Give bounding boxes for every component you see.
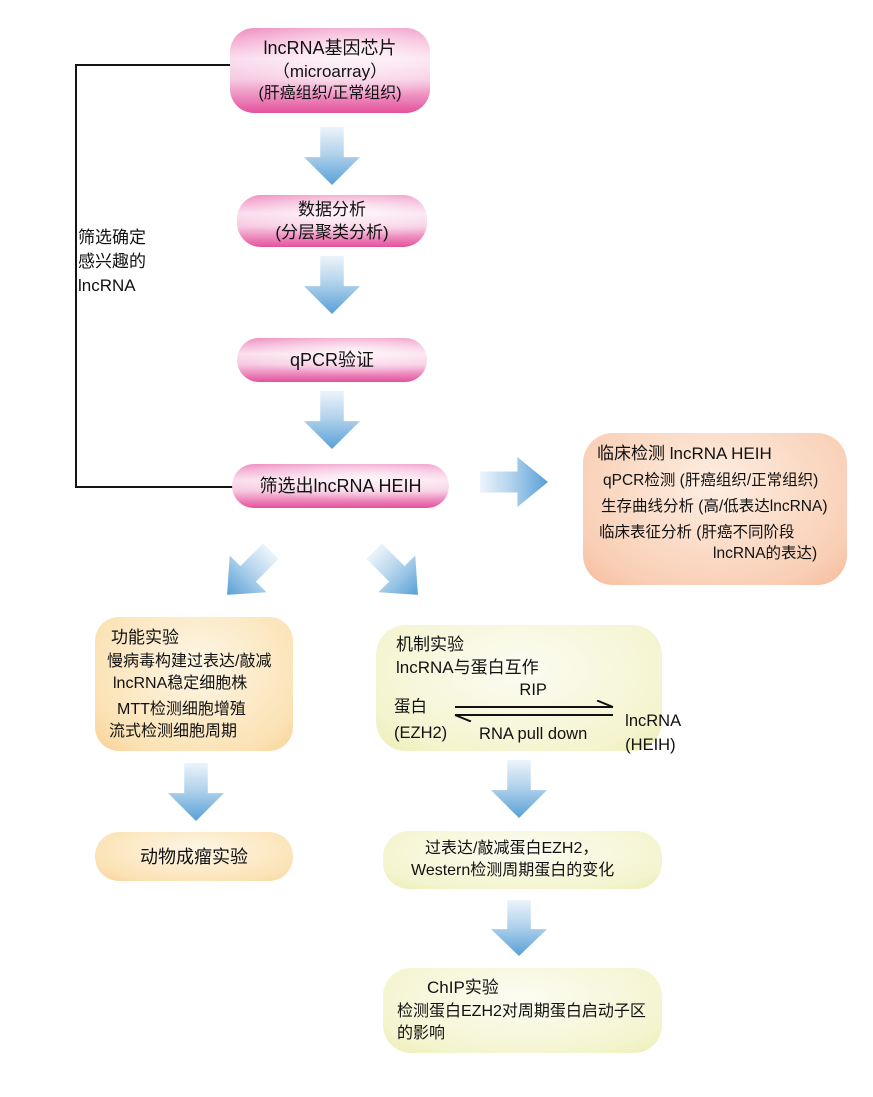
mechanism-title: 机制实验 [396, 635, 464, 654]
qpcr-line1: qPCR验证 [289, 350, 374, 370]
functional-line5: 流式检测细胞周期 [109, 723, 238, 740]
loop-line-vertical [75, 64, 77, 488]
box-ezh2-western: 过表达/敲减蛋白EZH2， Western检测周期蛋白的变化 [383, 831, 662, 889]
clinical-line3: 生存曲线分析 (高/低表达lncRNA) [601, 498, 828, 515]
arrow-down-icon-5 [491, 760, 547, 818]
box-chip: ChIP实验 检测蛋白EZH2对周期蛋白启动子区 的影响 [383, 968, 662, 1053]
clinical-line5: lncRNA的表达) [713, 545, 818, 562]
microarray-line3: (肝癌组织/正常组织) [258, 85, 402, 102]
clinical-line2: qPCR检测 (肝癌组织/正常组织) [603, 472, 819, 489]
box-clinical: 临床检测 lncRNA HEIH qPCR检测 (肝癌组织/正常组织) 生存曲线… [583, 433, 847, 585]
functional-line2: 慢病毒构建过表达/敲减 [107, 653, 272, 670]
equilibrium-arrows-icon [454, 700, 614, 722]
arrow-down-icon-3 [304, 391, 360, 449]
heih-line1: 筛选出lncRNA HEIH [259, 476, 422, 496]
clinical-line4: 临床表征分析 (肝癌不同阶段 [599, 524, 795, 541]
chip-line2: 检测蛋白EZH2对周期蛋白启动子区 [397, 1003, 646, 1020]
forward-reaction-label: RIP [519, 681, 547, 699]
box-data-analysis: 数据分析 (分层聚类分析) [237, 195, 427, 247]
protein-label-group: 蛋白 (EZH2) [394, 681, 447, 743]
arrow-right-icon [480, 457, 548, 507]
arrow-down-left-icon [209, 533, 290, 614]
rna-label: lncRNA [625, 712, 682, 730]
mechanism-line2: lncRNA与蛋白互作 [396, 658, 539, 677]
functional-line3: lncRNA稳定细胞株 [113, 675, 248, 692]
clinical-title: 临床检测 lncRNA HEIH [597, 444, 772, 463]
box-microarray: lncRNA基因芯片 （microarray） (肝癌组织/正常组织) [230, 28, 430, 113]
loop-label-line2: 感兴趣的 [78, 252, 146, 271]
arrow-down-icon-1 [304, 127, 360, 185]
protein-sub-label: (EZH2) [394, 724, 448, 742]
protein-label: 蛋白 [394, 698, 427, 716]
ezh2-western-line2: Western检测周期蛋白的变化 [411, 862, 615, 879]
data-analysis-line2: (分层聚类分析) [275, 223, 389, 242]
loop-line-bottom [75, 486, 233, 488]
functional-title: 功能实验 [111, 628, 179, 647]
box-animal: 动物成瘤实验 [95, 832, 293, 881]
arrow-down-icon-2 [304, 256, 360, 314]
ezh2-western-line1: 过表达/敲减蛋白EZH2， [425, 840, 599, 857]
rna-sub-label: (HEIH) [625, 736, 676, 754]
loop-label: 筛选确定 感兴趣的 lncRNA [78, 226, 208, 298]
loop-label-line1: 筛选确定 [78, 228, 146, 247]
data-analysis-line1: 数据分析 [298, 200, 366, 219]
loop-label-line3: lncRNA [78, 276, 136, 295]
equilibrium-arrows-group: RIP RNA pull down [447, 681, 619, 744]
arrow-down-icon-4 [168, 763, 224, 821]
box-functional: 功能实验 慢病毒构建过表达/敲减 lncRNA稳定细胞株 MTT检测细胞增殖 流… [95, 617, 293, 751]
box-qpcr: qPCR验证 [237, 338, 427, 382]
chip-line3: 的影响 [397, 1025, 446, 1042]
microarray-line1: lncRNA基因芯片 [263, 38, 397, 58]
arrow-down-right-icon [356, 533, 437, 614]
reverse-reaction-label: RNA pull down [479, 725, 588, 743]
microarray-line2: （microarray） [272, 62, 388, 81]
box-heih: 筛选出lncRNA HEIH [232, 464, 449, 508]
box-mechanism: 机制实验 lncRNA与蛋白互作 蛋白 (EZH2) RIP RNA pull … [376, 625, 681, 754]
arrow-down-icon-6 [491, 900, 547, 956]
animal-line1: 动物成瘤实验 [140, 846, 248, 867]
loop-line-top [75, 64, 231, 66]
chip-title: ChIP实验 [427, 978, 499, 997]
functional-line4: MTT检测细胞增殖 [117, 701, 246, 718]
rna-label-group: lncRNA (HEIH) [625, 681, 681, 755]
mechanism-equilibrium: 蛋白 (EZH2) RIP RNA pull down lncRNA (HEIH… [388, 681, 681, 755]
